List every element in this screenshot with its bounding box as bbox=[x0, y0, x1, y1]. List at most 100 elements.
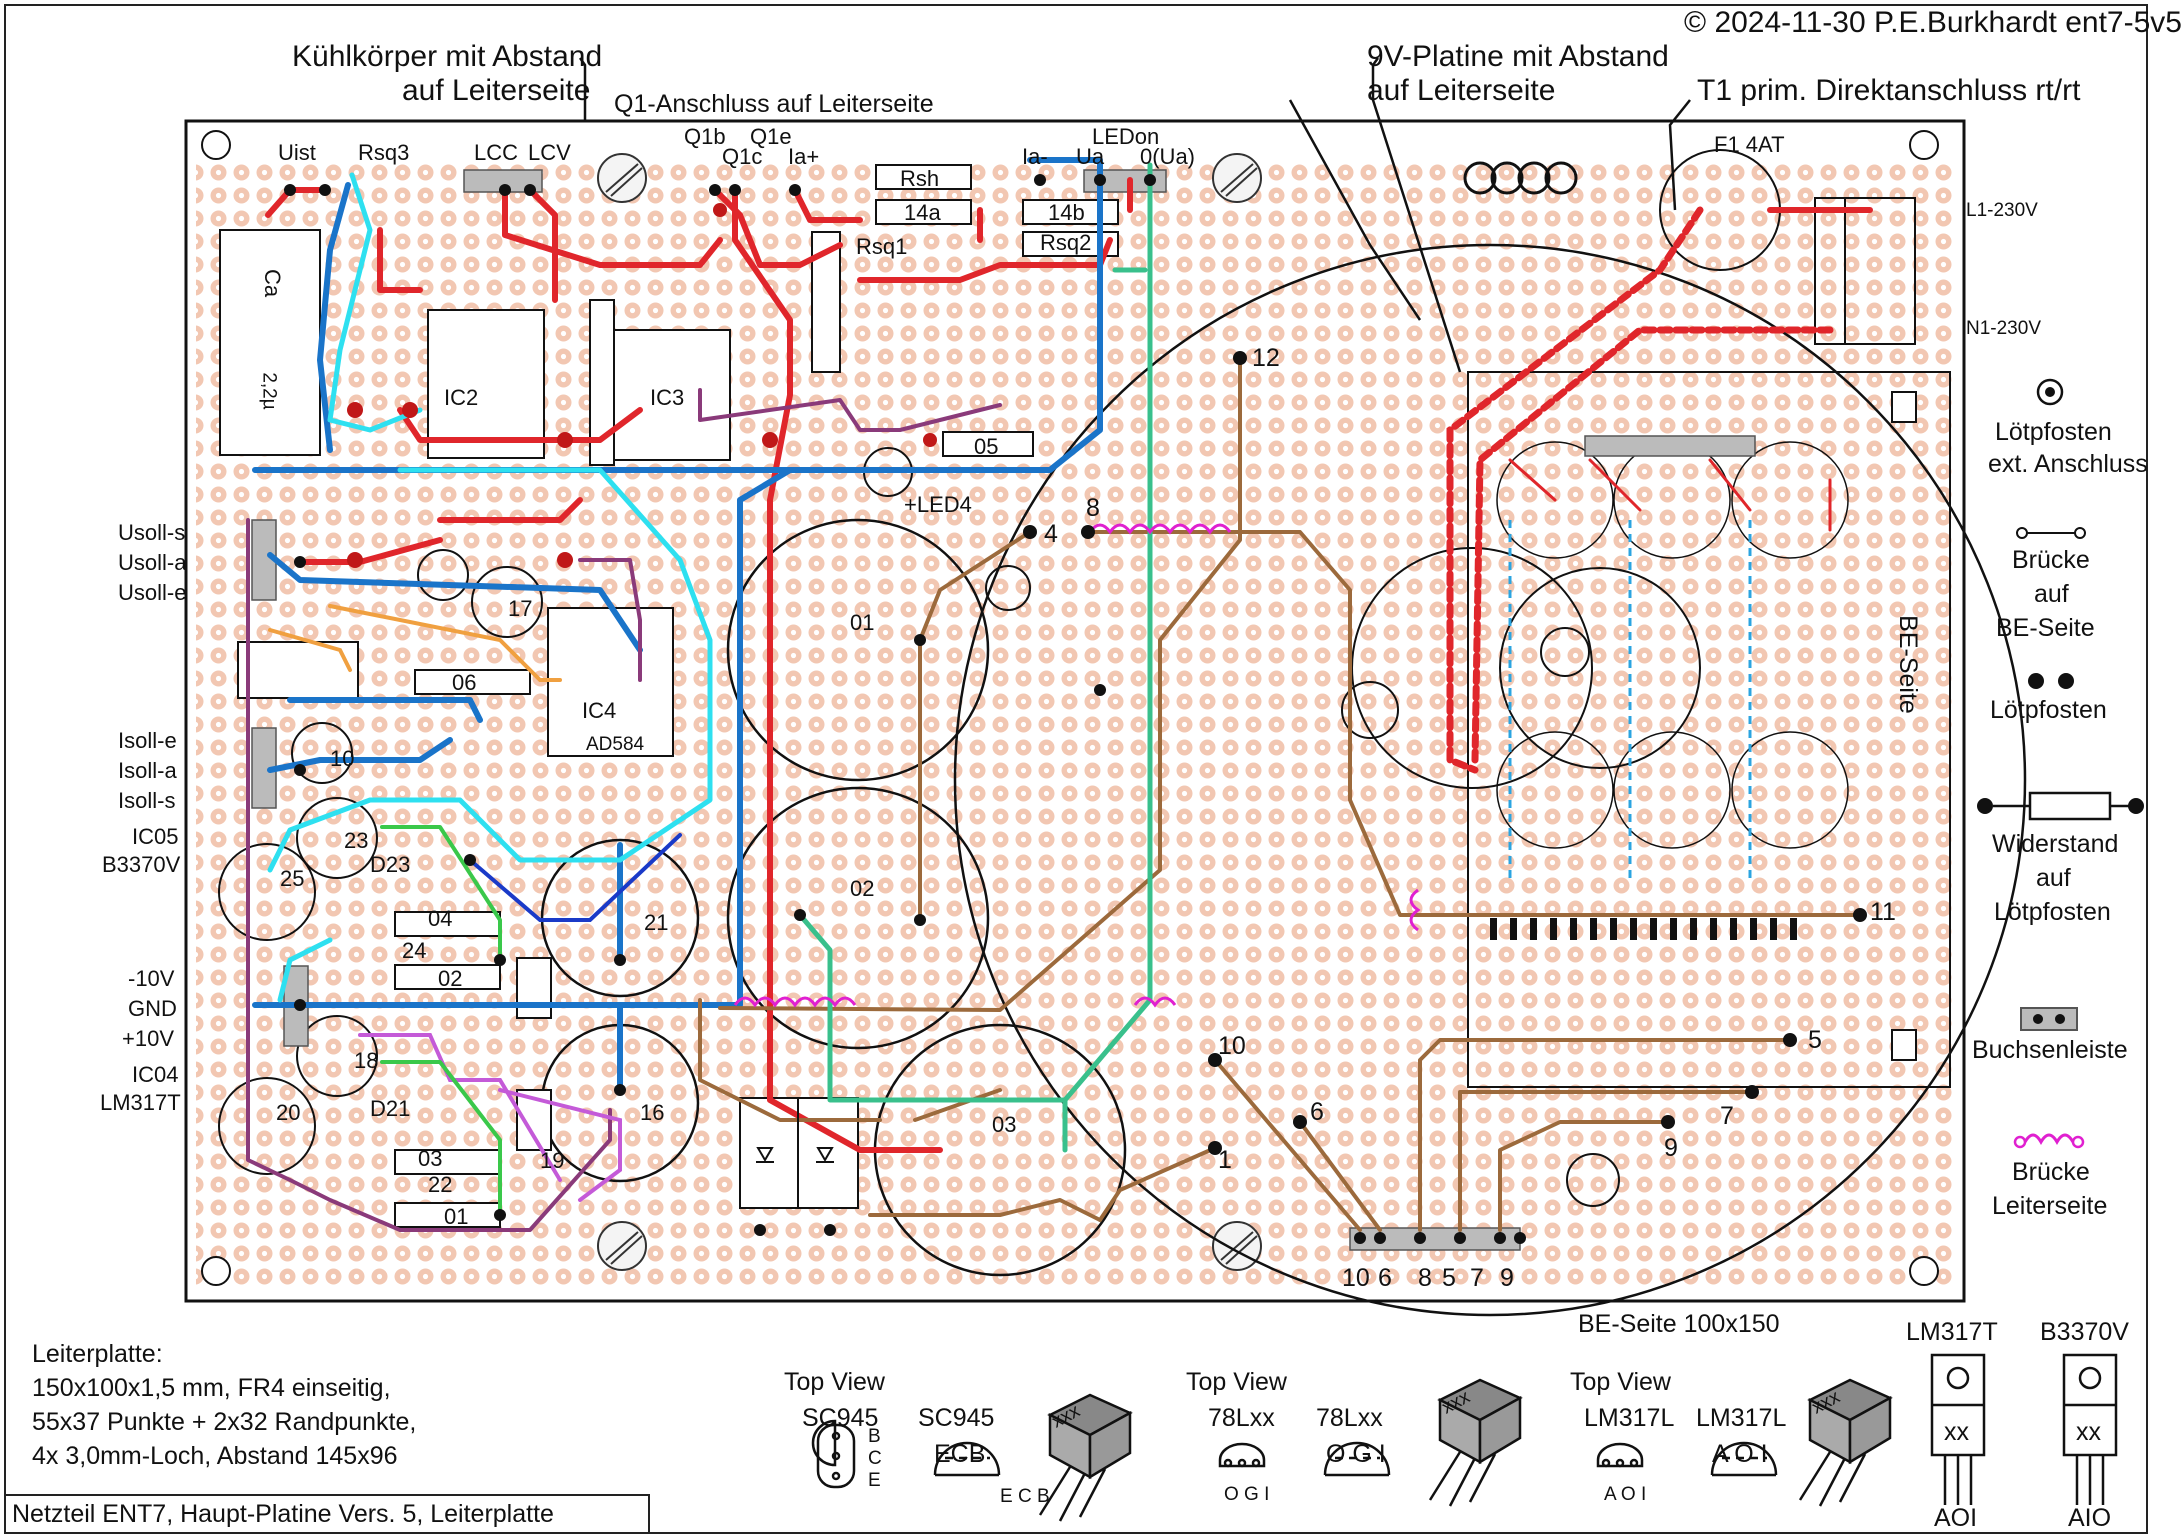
traces-orange bbox=[268, 604, 562, 682]
pkg-sc945-face: ECB bbox=[934, 1440, 986, 1468]
transformer-outline bbox=[953, 243, 2027, 1317]
label-ua: Ua bbox=[1076, 144, 1105, 169]
package-drawings bbox=[811, 1353, 2118, 1522]
pkg-sc945-topview: Top View bbox=[784, 1368, 885, 1396]
label-18: 18 bbox=[354, 1048, 379, 1073]
pkg-lm317l-topview-name: LM317L bbox=[1584, 1404, 1675, 1432]
label-post-8: 8 bbox=[1086, 494, 1100, 522]
label-rsq2: Rsq2 bbox=[1040, 230, 1092, 255]
heatsink-note-line1: Kühlkörper mit Abstand bbox=[292, 40, 603, 73]
board9v-note-line2: auf Leiterseite bbox=[1367, 74, 1556, 107]
label-rsq1: Rsq1 bbox=[856, 234, 908, 259]
label-gnd: GND bbox=[128, 996, 177, 1021]
board9v-note-line1: 9V-Platine mit Abstand bbox=[1367, 40, 1669, 73]
label-21: 21 bbox=[644, 910, 669, 935]
board-info-title: Leiterplatte: bbox=[32, 1340, 163, 1368]
traces-darkblue bbox=[468, 833, 682, 922]
label-cap-01: 01 bbox=[850, 610, 875, 635]
label-isoll-e: Isoll-e bbox=[118, 728, 177, 753]
label-04: 04 bbox=[428, 906, 453, 931]
pkg-lm317t-name: LM317T bbox=[1906, 1318, 1998, 1346]
label-17: 17 bbox=[508, 596, 533, 621]
label-ca-value: 2,2µ bbox=[258, 372, 280, 410]
label-25: 25 bbox=[280, 866, 305, 891]
legend-socket-strip: Buchsenleiste bbox=[1972, 1036, 2128, 1064]
board-info-line2: 55x37 Punkte + 2x32 Randpunkte, bbox=[32, 1408, 417, 1436]
traces-purple bbox=[246, 388, 1002, 1232]
label-d23: D23 bbox=[370, 852, 411, 877]
conn-pin-6: 6 bbox=[1378, 1264, 1392, 1292]
pkg-lm317t-tag: xx bbox=[1944, 1418, 1969, 1446]
pkg-sc945-pin-c: C bbox=[868, 1448, 882, 1469]
be-side-size: BE-Seite 100x150 bbox=[1578, 1310, 1780, 1338]
label-cap-03: 03 bbox=[992, 1112, 1017, 1137]
label-post-5: 5 bbox=[1808, 1026, 1822, 1054]
pkg-b3370v-tag: xx bbox=[2076, 1418, 2101, 1446]
mount-hole-br bbox=[1909, 1256, 1939, 1286]
leader-lines bbox=[578, 57, 1691, 373]
label-16: 16 bbox=[640, 1100, 665, 1125]
label-ad584: AD584 bbox=[586, 734, 645, 755]
legend-resistor-1: Widerstand bbox=[1992, 830, 2119, 858]
label-rsh: Rsh bbox=[900, 166, 940, 191]
label-q1c: Q1c bbox=[722, 144, 763, 169]
bridges-magenta bbox=[733, 523, 1421, 1008]
label-isoll-s: Isoll-s bbox=[118, 788, 176, 813]
pkg-lm317l-legs: A O I bbox=[1604, 1484, 1647, 1505]
diode-symbols bbox=[756, 1098, 834, 1208]
q1-note: Q1-Anschluss auf Leiterseite bbox=[614, 90, 934, 118]
solder-pads-red bbox=[347, 203, 937, 568]
label-02: 02 bbox=[438, 966, 463, 991]
traces-be-red bbox=[1508, 458, 1832, 532]
pkg-sc945-legs: E C B bbox=[1000, 1486, 1050, 1507]
label-led4: +LED4 bbox=[904, 492, 972, 517]
label-post-12: 12 bbox=[1252, 344, 1280, 372]
label-isoll-a: Isoll-a bbox=[118, 758, 177, 783]
label-ic05: IC05 bbox=[132, 824, 179, 849]
conn-pin-5: 5 bbox=[1442, 1264, 1456, 1292]
label-0ua: 0(Ua) bbox=[1140, 144, 1196, 169]
legend-bridge-cond-1: Brücke bbox=[2012, 1158, 2090, 1186]
t1-note: T1 prim. Direktanschluss rt/rt bbox=[1697, 74, 2081, 107]
label-post-1: 1 bbox=[1218, 1146, 1232, 1174]
mount-hole-tr bbox=[1909, 130, 1939, 160]
pkg-sc945-name: SC945 bbox=[918, 1404, 995, 1432]
pkg-78lxx-topview-name: 78Lxx bbox=[1208, 1404, 1275, 1432]
label-06: 06 bbox=[452, 670, 477, 695]
label-10-small: 10 bbox=[330, 746, 355, 771]
label-usoll-e: Usoll-e bbox=[118, 580, 187, 605]
label-lm317t: LM317T bbox=[100, 1090, 181, 1115]
label-usoll-a: Usoll-a bbox=[118, 550, 187, 575]
pkg-b3370v-pins: AIO bbox=[2068, 1504, 2112, 1532]
pkg-lm317t-pins: AOI bbox=[1934, 1504, 1978, 1532]
label-ic4: IC4 bbox=[582, 698, 617, 723]
legend-bridge-be-2: auf bbox=[2034, 580, 2069, 608]
label-ia-minus: Ia- bbox=[1022, 144, 1048, 169]
label-24: 24 bbox=[402, 938, 427, 963]
traces-mains bbox=[1446, 206, 1834, 774]
label-ic2: IC2 bbox=[444, 385, 479, 410]
label-ia-plus: Ia+ bbox=[788, 144, 820, 169]
label-post-10: 10 bbox=[1218, 1032, 1246, 1060]
legend-bridge-be-1: Brücke bbox=[2012, 546, 2090, 574]
label-post-9: 9 bbox=[1664, 1134, 1678, 1162]
legend-symbols bbox=[1977, 378, 2144, 1149]
legend-post-ext-1: Lötpfosten bbox=[1995, 418, 2112, 446]
pkg-78lxx-legs: O G I bbox=[1224, 1484, 1270, 1505]
solder-points bbox=[284, 174, 1867, 1244]
conn-pin-7: 7 bbox=[1470, 1264, 1484, 1292]
label-03: 03 bbox=[418, 1146, 443, 1171]
be-connector-row bbox=[1490, 918, 1797, 940]
label-cap-02: 02 bbox=[850, 876, 875, 901]
label-f1: F1 4AT bbox=[1714, 132, 1785, 157]
label-be-side-rotated: BE-Seite bbox=[1893, 615, 1922, 714]
label-lcv: LCV bbox=[528, 140, 571, 165]
pkg-sc945-topview-name: SC945 bbox=[802, 1404, 879, 1432]
board-info-line3: 4x 3,0mm-Loch, Abstand 145x96 bbox=[32, 1442, 398, 1470]
traces-teal bbox=[797, 162, 1153, 1153]
pkg-b3370v-name: B3370V bbox=[2040, 1318, 2129, 1346]
label-23: 23 bbox=[344, 828, 369, 853]
screw-heads bbox=[597, 153, 1262, 1271]
coil-symbol bbox=[1463, 161, 1578, 195]
